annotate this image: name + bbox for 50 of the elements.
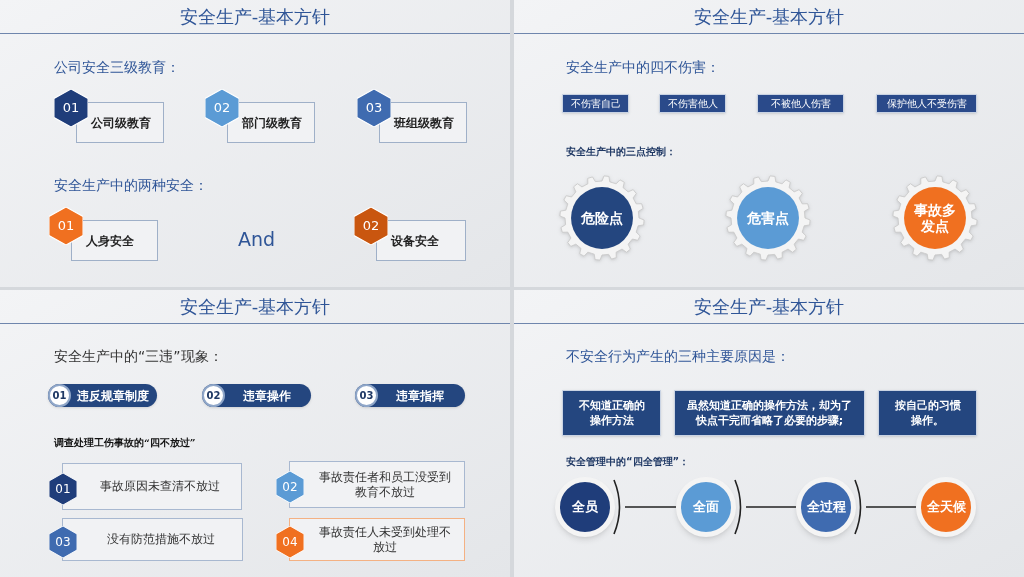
number-badge: 02 <box>202 384 225 407</box>
gear-label: 事故多发点 <box>913 203 957 233</box>
slide-title: 安全生产-基本方针 <box>693 295 845 319</box>
connector-line <box>865 506 917 508</box>
pill-text: 违章指挥 <box>395 387 445 405</box>
tag-box: 保护他人不受伤害 <box>876 94 977 113</box>
slide-title: 安全生产-基本方针 <box>179 295 331 319</box>
text-box: 人身安全 <box>71 220 158 261</box>
tag-box: 不伤害自己 <box>562 94 629 113</box>
number-badge: 02 <box>276 470 304 503</box>
pill-bar <box>202 384 311 407</box>
number-badge: 01 <box>54 89 88 127</box>
gear-label: 危害点 <box>746 209 790 228</box>
heading-text: 调查处理工伤事故的“四不放过” <box>54 436 196 450</box>
slide-panel <box>0 290 510 577</box>
number-badge: 03 <box>357 89 391 127</box>
number-badge: 02 <box>354 207 388 245</box>
number-badge: 01 <box>48 384 71 407</box>
number-badge: 03 <box>49 525 77 558</box>
connector-line <box>624 506 677 508</box>
pill-text: 违反规章制度 <box>75 387 150 405</box>
text-box: 公司级教育 <box>76 102 164 143</box>
number-badge: 03 <box>355 384 378 407</box>
pill-bar <box>355 384 465 407</box>
tag-box: 不伤害他人 <box>659 94 726 113</box>
heading-text: 安全管理中的“四全管理”： <box>566 455 690 469</box>
heading-text: And <box>238 227 276 252</box>
tag-box: 不被他人伤害 <box>757 94 844 113</box>
gear-label: 危险点 <box>580 209 624 228</box>
pill-text: 违章操作 <box>241 387 292 405</box>
connector-line <box>745 506 797 508</box>
heading-text: 安全生产中的四不伤害： <box>566 58 720 77</box>
slide-panel <box>0 0 510 287</box>
pill-bar <box>48 384 157 407</box>
number-badge: 02 <box>205 89 239 127</box>
heading-text: 安全生产中的三点控制： <box>566 145 676 159</box>
slide-panel <box>514 0 1024 287</box>
number-badge: 01 <box>49 207 83 245</box>
text-box: 不知道正确的操作方法 <box>562 390 661 436</box>
slide-panel <box>514 290 1024 577</box>
slide-title: 安全生产-基本方针 <box>179 5 331 29</box>
number-badge: 01 <box>49 472 77 505</box>
heading-text: 安全生产中的“三违”现象： <box>54 347 223 366</box>
heading-text: 不安全行为产生的三种主要原因是： <box>566 347 790 366</box>
number-badge: 04 <box>276 525 304 558</box>
text-box: 按自己的习惯操作。 <box>878 390 977 436</box>
slide-title: 安全生产-基本方针 <box>693 5 845 29</box>
text-box: 虽然知道正确的操作方法，却为了快点干完而省略了必要的步骤; <box>674 390 865 436</box>
heading-text: 公司安全三级教育： <box>54 58 180 77</box>
heading-text: 安全生产中的两种安全： <box>54 176 208 195</box>
